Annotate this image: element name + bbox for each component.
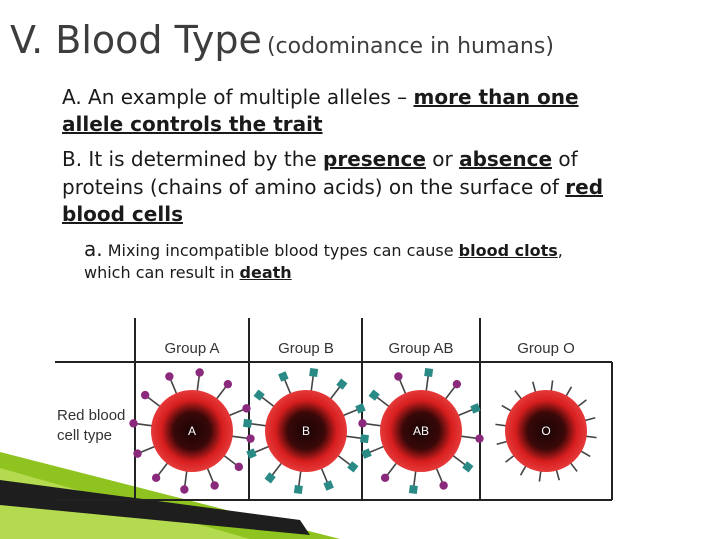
point-b-blood-cells: blood cells (62, 202, 183, 226)
antigen-stalk (584, 435, 597, 439)
antigen-a-marker (180, 485, 189, 494)
cell-type-label: A (188, 424, 196, 438)
antigen-a-marker (234, 462, 244, 472)
point-b-line3: blood cells (62, 201, 183, 227)
antigen-b-marker (336, 378, 348, 390)
point-a-emphasis-1: more than one (413, 85, 579, 109)
antigen-stalk (579, 449, 591, 458)
point-a-emphasis-2: allele controls the trait (62, 112, 323, 136)
antigen-a-marker (380, 473, 390, 483)
antigen-b-marker (264, 472, 276, 484)
cell-type-label: O (541, 424, 550, 438)
group-header: Group AB (388, 340, 453, 357)
antigen-a-marker (358, 419, 367, 428)
sub-death: death (239, 263, 292, 282)
antigen-b-marker (355, 403, 366, 414)
antigen-stalk (550, 380, 554, 393)
antigen-b-marker (246, 448, 257, 459)
antigen-a-marker (439, 481, 448, 490)
red-blood-cell (505, 390, 587, 472)
antigen-b-marker (360, 434, 369, 444)
antigen-b-marker (361, 448, 372, 459)
title-subtitle: (codominance in humans) (266, 34, 554, 59)
cell-type-label: B (302, 424, 310, 438)
antigen-a-marker (242, 404, 251, 413)
antigen-a-marker (129, 419, 138, 428)
red-blood-cell (380, 390, 462, 472)
title-main: V. Blood Type (10, 18, 262, 62)
antigen-b-marker (253, 389, 265, 401)
antigen-b-marker (462, 461, 474, 473)
antigen-b-marker (293, 485, 303, 494)
antigen-b-marker (408, 485, 418, 494)
point-b-red: red (565, 175, 604, 199)
antigen-stalk (501, 404, 513, 413)
point-b-presence: presence (323, 147, 426, 171)
point-a-sub-line2: which can result in death (84, 263, 292, 282)
point-b-absence: absence (459, 147, 553, 171)
antigen-stalk (538, 469, 542, 482)
antigen-a-marker (151, 473, 161, 483)
row-label-line2: cell type (57, 427, 112, 444)
slide-title: V. Blood Type (codominance in humans) (10, 18, 554, 62)
antigen-b-marker (323, 480, 334, 491)
antigen-a-marker (475, 434, 484, 443)
antigen-a-marker (394, 372, 403, 381)
antigen-a-marker (210, 481, 219, 490)
row-label-line1: Red blood (57, 407, 125, 424)
blood-cells: Group A A Group B B Group AB AB Group O O (129, 340, 597, 494)
antigen-stalk (514, 390, 523, 401)
group-header: Group A (164, 340, 219, 357)
antigen-b-marker (470, 403, 481, 414)
antigen-a-marker (165, 372, 174, 381)
group-header: Group B (278, 340, 334, 357)
antigen-a-marker (246, 434, 255, 443)
red-blood-cell (265, 390, 347, 472)
antigen-a-marker (452, 379, 462, 389)
antigen-b-marker (347, 461, 359, 473)
antigen-b-marker (368, 389, 380, 401)
antigen-a-marker (140, 390, 150, 400)
sub-blood-clots: blood clots (458, 241, 558, 260)
antigen-stalk (495, 423, 508, 427)
antigen-b-marker (278, 371, 289, 382)
point-a-line2: allele controls the trait (62, 111, 323, 137)
antigen-a-marker (133, 449, 142, 458)
antigen-stalk (496, 440, 509, 446)
red-blood-cell (151, 390, 233, 472)
point-a-line1: A. An example of multiple alleles – more… (62, 85, 579, 109)
antigen-b-marker (243, 418, 252, 428)
antigen-b-marker (309, 368, 319, 377)
antigen-stalk (505, 454, 516, 463)
cell-type-label: AB (413, 424, 429, 438)
point-b-line2: proteins (chains of amino acids) on the … (62, 175, 604, 199)
sub-bullet: a. (84, 237, 103, 261)
group-header: Group O (517, 340, 575, 357)
point-a-sub-line1: a. Mixing incompatible blood types can c… (84, 237, 563, 261)
antigen-stalk (555, 468, 561, 481)
point-b-line1: B. It is determined by the presence or a… (62, 147, 578, 171)
antigen-a-marker (223, 379, 233, 389)
antigen-b-marker (424, 368, 434, 377)
antigen-a-marker (195, 368, 204, 377)
